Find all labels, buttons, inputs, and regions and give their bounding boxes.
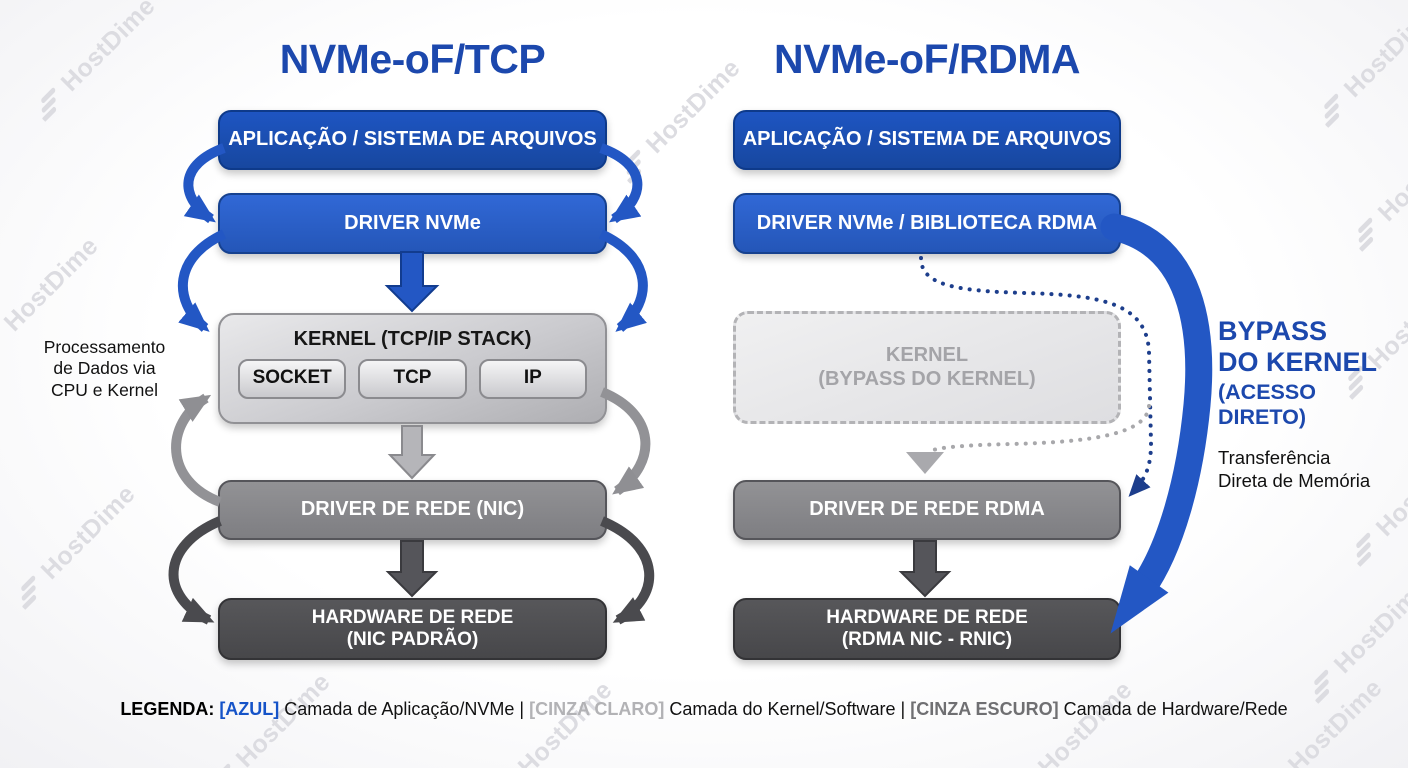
right-kernel-bypassed-label: KERNEL (BYPASS DO KERNEL) bbox=[818, 343, 1036, 390]
hostdime-layers-icon bbox=[1347, 365, 1363, 400]
right-rdma-driver-box: DRIVER NVMe / BIBLIOTECA RDMA bbox=[733, 193, 1121, 254]
arrow-nic-to-hardware-right bbox=[599, 516, 655, 625]
left-kernel-title: KERNEL (TCP/IP STACK) bbox=[293, 328, 532, 350]
left-nic-driver-label: DRIVER DE REDE (NIC) bbox=[300, 498, 525, 521]
right-application-label: APLICAÇÃO / SISTEMA DE ARQUIVOS bbox=[742, 128, 1112, 151]
left-network-hardware-box: HARDWARE DE REDE (NIC PADRÃO) bbox=[218, 598, 607, 660]
legend-cinza-escuro-text: Camada de Hardware/Rede bbox=[1058, 699, 1288, 719]
watermark-text: HostDime bbox=[1328, 573, 1408, 679]
watermark: HostDime bbox=[1335, 270, 1408, 403]
left-nvme-driver-box: DRIVER NVMe bbox=[218, 193, 607, 254]
legend-cinza-escuro-tag: [CINZA ESCURO] bbox=[910, 699, 1059, 719]
arrow-driver-to-kernel-right bbox=[598, 229, 648, 332]
legend-azul-tag: [AZUL] bbox=[219, 699, 280, 719]
watermark-text: HostDime bbox=[0, 231, 104, 337]
arrow-nic-to-hardware-left bbox=[168, 516, 222, 625]
arrow-nic-to-hardware-center bbox=[385, 540, 439, 598]
arrowhead-to-rdma-nic-driver bbox=[906, 452, 944, 474]
watermark-text: HostDime bbox=[35, 479, 141, 585]
hostdime-layers-icon bbox=[40, 87, 56, 122]
left-nic-driver-box: DRIVER DE REDE (NIC) bbox=[218, 480, 607, 540]
legend-azul-text: Camada de Aplicação/NVMe | bbox=[279, 699, 530, 719]
arrow-driver-to-kernel-left bbox=[177, 229, 227, 332]
watermark-text: HostDime bbox=[1372, 121, 1408, 227]
watermark-text: HostDime bbox=[512, 675, 618, 768]
right-network-hardware-box: HARDWARE DE REDE (RDMA NIC - RNIC) bbox=[733, 598, 1121, 660]
legend: LEGENDA: [AZUL] Camada de Aplicação/NVMe… bbox=[0, 699, 1408, 720]
kernel-socket-label: SOCKET bbox=[252, 367, 332, 389]
big-bypass-arrow bbox=[1100, 213, 1213, 634]
hostdime-layers-icon bbox=[20, 575, 36, 610]
kernel-bypass-annotation: BYPASS DO KERNEL (ACESSO DIRETO) Transfe… bbox=[1218, 316, 1404, 492]
hostdime-layers-icon bbox=[1323, 93, 1339, 128]
hostdime-layers-icon bbox=[625, 149, 641, 184]
direct-memory-transfer-note: Transferência Direta de Memória bbox=[1218, 447, 1371, 492]
watermark: HostDime bbox=[485, 676, 618, 768]
legend-label: LEGENDA: bbox=[120, 699, 220, 719]
watermark: HostDime bbox=[8, 480, 141, 613]
right-rdma-driver-label: DRIVER NVMe / BIBLIOTECA RDMA bbox=[756, 211, 1098, 234]
left-column-title: NVMe-oF/TCP bbox=[279, 36, 546, 82]
legend-cinza-claro-tag: [CINZA CLARO] bbox=[529, 699, 665, 719]
kernel-tcp-label: TCP bbox=[393, 367, 432, 389]
left-network-hardware-label: HARDWARE DE REDE (NIC PADRÃO) bbox=[311, 606, 514, 650]
left-kernel-box: KERNEL (TCP/IP STACK) SOCKET TCP IP bbox=[218, 313, 607, 424]
arrow-nic-to-kernel-up-left bbox=[171, 393, 222, 507]
left-kernel-sublayer-row: SOCKET TCP IP bbox=[220, 358, 605, 399]
left-application-label: APLICAÇÃO / SISTEMA DE ARQUIVOS bbox=[228, 128, 597, 151]
arrow-driver-to-kernel-center bbox=[384, 251, 440, 313]
left-application-box: APLICAÇÃO / SISTEMA DE ARQUIVOS bbox=[218, 110, 607, 170]
right-column-title: NVMe-oF/RDMA bbox=[773, 36, 1081, 82]
watermark: HostDime bbox=[1005, 676, 1138, 768]
hostdime-layers-icon bbox=[1313, 669, 1329, 704]
right-rdma-nic-driver-label: DRIVER DE REDE RDMA bbox=[809, 498, 1045, 521]
bypass-title: BYPASS DO KERNEL bbox=[1218, 316, 1378, 378]
kernel-ip-box: IP bbox=[478, 358, 587, 399]
bypass-subtitle: (ACESSO DIRETO) bbox=[1218, 380, 1316, 430]
watermark: HostDime bbox=[1301, 574, 1408, 707]
watermark-text: HostDime bbox=[640, 53, 746, 159]
watermark-text: HostDime bbox=[55, 0, 161, 97]
watermark: HostDime bbox=[203, 668, 336, 768]
arrow-rdma-nic-to-hardware-center bbox=[898, 540, 952, 598]
hostdime-layers-icon bbox=[1357, 217, 1373, 252]
kernel-ip-label: IP bbox=[523, 367, 542, 389]
hostdime-layers-icon bbox=[215, 763, 230, 768]
right-application-box: APLICAÇÃO / SISTEMA DE ARQUIVOS bbox=[733, 110, 1121, 170]
kernel-socket-box: SOCKET bbox=[238, 358, 347, 399]
watermark-text: HostDime bbox=[1338, 0, 1408, 103]
watermark: HostDime bbox=[28, 0, 161, 125]
right-kernel-bypassed-box: KERNEL (BYPASS DO KERNEL) bbox=[733, 311, 1121, 424]
hostdime-layers-icon bbox=[1355, 532, 1371, 567]
right-rdma-nic-driver-box: DRIVER DE REDE RDMA bbox=[733, 480, 1121, 540]
watermark: HostDime bbox=[1311, 0, 1408, 131]
left-nvme-driver-label: DRIVER NVMe bbox=[344, 211, 481, 234]
watermark: HostDime bbox=[1343, 437, 1408, 570]
watermark: HostDime bbox=[613, 54, 746, 187]
cpu-kernel-processing-note: Processamento de Dados via CPU e Kernel bbox=[43, 337, 166, 400]
watermark-text: HostDime bbox=[1032, 675, 1138, 768]
arrow-kernel-to-nic-down-right bbox=[600, 387, 651, 496]
arrow-kernel-to-nic-center bbox=[387, 425, 437, 480]
right-network-hardware-label: HARDWARE DE REDE (RDMA NIC - RNIC) bbox=[826, 606, 1028, 650]
legend-cinza-claro-text: Camada do Kernel/Software | bbox=[664, 699, 911, 719]
kernel-tcp-box: TCP bbox=[358, 358, 467, 399]
watermark: HostDime bbox=[1345, 122, 1408, 255]
